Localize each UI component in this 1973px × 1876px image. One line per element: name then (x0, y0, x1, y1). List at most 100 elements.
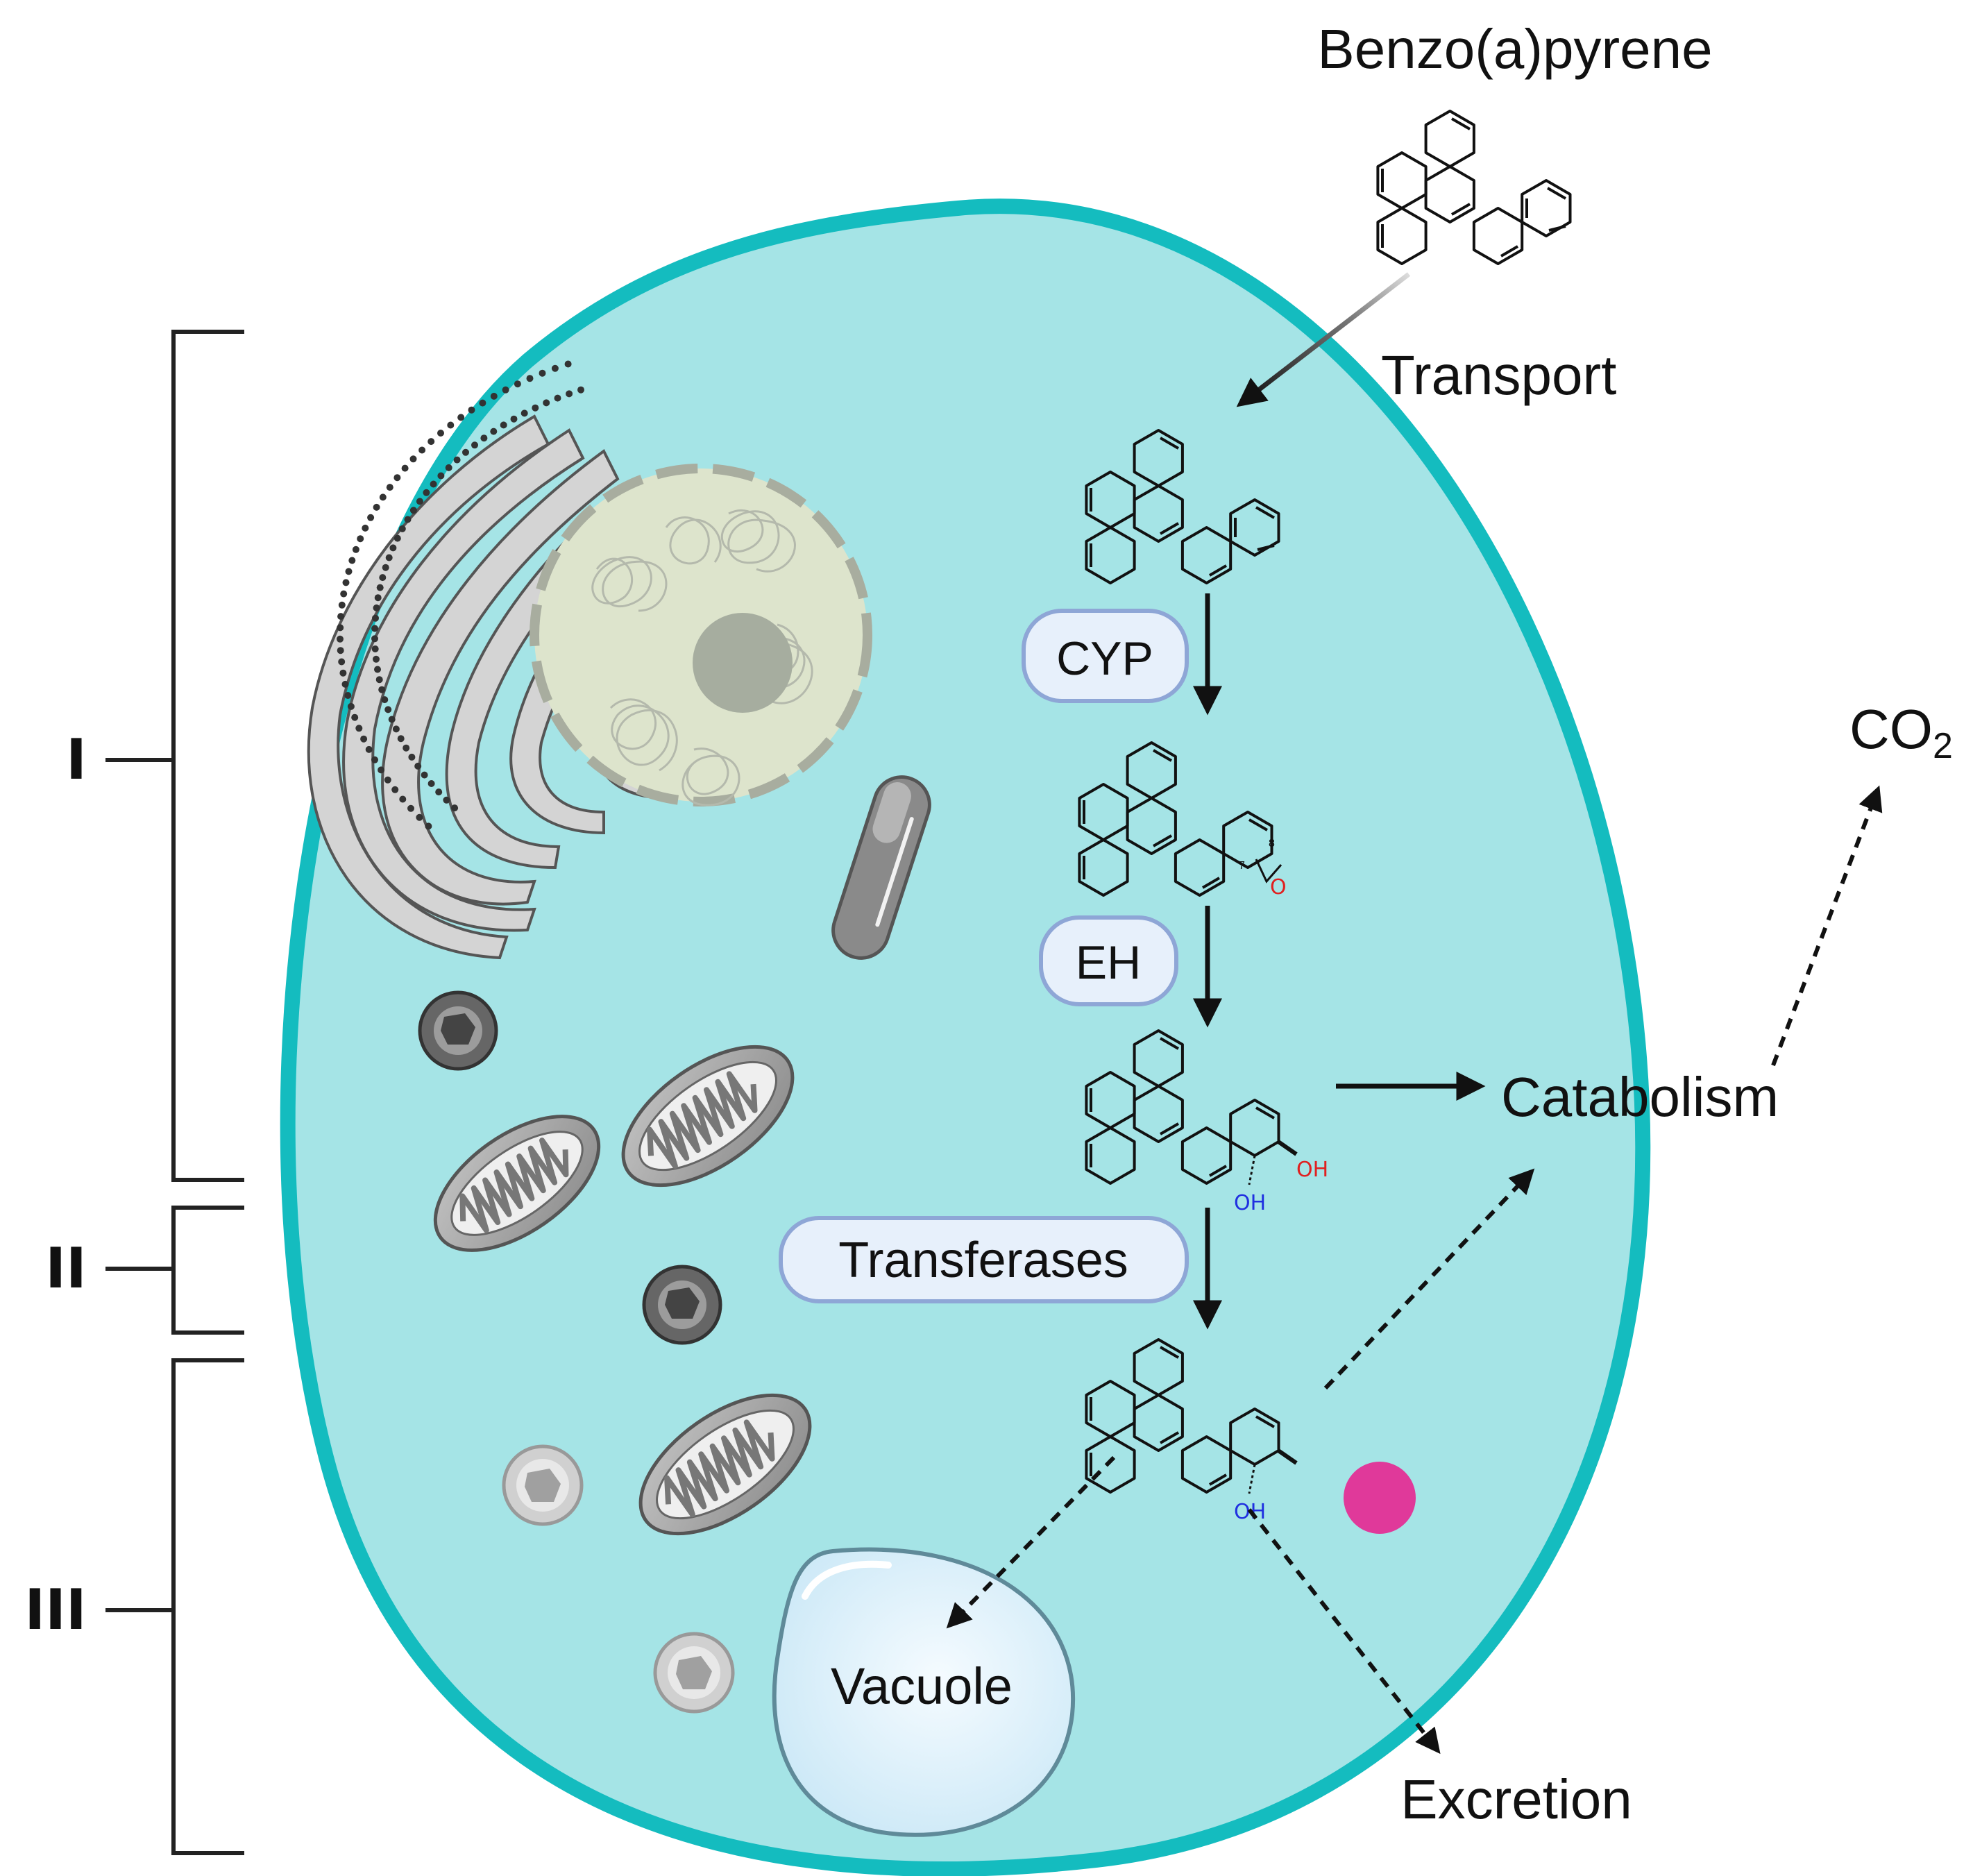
ribosome-dot (399, 795, 407, 803)
ribosome-dot (379, 574, 387, 582)
ribosome-dot (403, 744, 410, 752)
er-ribosomes (337, 360, 584, 830)
ribosome-dot (404, 516, 412, 523)
enzyme-pill-transferases: Transferases (779, 1216, 1189, 1303)
ribosome-dot (445, 464, 452, 471)
ribosome-dot (435, 788, 443, 796)
carbon-7-label: 7 (1239, 860, 1245, 872)
ribosome-dot (378, 766, 385, 774)
ribosome-dot (382, 564, 389, 571)
stage-label-1: I (66, 727, 87, 792)
mitochondrion-icon (433, 1115, 601, 1252)
enzyme-pill-eh: EH (1039, 915, 1178, 1006)
ribosome-dot (401, 464, 409, 472)
ribosome-dot (397, 735, 405, 743)
ribosome-dot (371, 756, 378, 763)
peroxisome-icon (502, 1444, 584, 1526)
ribosome-dot (554, 394, 561, 402)
ribosome-dot (502, 386, 509, 394)
ribosome-dot (490, 428, 498, 435)
mitochondrion-icon-2 (621, 1045, 795, 1188)
ribosome-dot (500, 421, 507, 429)
ribosome-dot (386, 484, 393, 491)
ribosome-dot (418, 446, 426, 454)
ribosome-dot (391, 786, 399, 793)
stage-brackets (105, 330, 244, 1855)
ribosome-dot (362, 524, 369, 532)
ribosome-dot (564, 360, 572, 368)
carbon-8-label: 8 (1269, 838, 1275, 850)
ribosome-dot (407, 804, 414, 812)
ribosome-dot (479, 399, 486, 407)
ribosome-dot (520, 409, 528, 417)
cyp-label: CYP (1056, 632, 1153, 685)
ribosome-dot (392, 725, 400, 733)
ribosome-dot (342, 579, 350, 586)
ribosome-dot (457, 414, 465, 421)
diol-oh-7: OH (1234, 1191, 1266, 1215)
ribosome-dot (416, 813, 423, 821)
ribosome-dot (360, 735, 368, 743)
compound-title: Benzo(a)pyrene (1317, 18, 1712, 80)
ribosome-dot (551, 364, 559, 372)
ribosome-dot (577, 386, 584, 394)
excretion-label: Excretion (1400, 1768, 1632, 1830)
ribosome-dot (340, 590, 348, 598)
arrow-conjugate-to-catabolism (1323, 1168, 1535, 1390)
ribosome-dot (414, 762, 422, 770)
ribosome-dot (443, 796, 450, 804)
transport-label: Transport (1381, 344, 1616, 406)
ribosome-dot (437, 430, 444, 437)
ribosome-dot (374, 666, 381, 673)
epoxide-oxygen: O (1270, 875, 1287, 899)
diol-structure: OH OH (1085, 1029, 1328, 1215)
ribosome-dot (337, 624, 344, 632)
ribosome-dot (337, 635, 344, 643)
ribosome-dot (385, 554, 393, 561)
ribosome-dot (514, 380, 521, 388)
ribosome-dot (532, 404, 539, 412)
ribosome-dot (341, 680, 349, 688)
ribosome-dot (384, 706, 392, 713)
eh-label: EH (1076, 936, 1141, 989)
arrow-to-excretion (1247, 1508, 1441, 1755)
ribosome-dot (423, 489, 430, 496)
ribosome-dot (367, 514, 375, 521)
ribosome-dot (409, 507, 417, 514)
transferases-label: Transferases (838, 1233, 1128, 1288)
ribosome-dot (409, 455, 417, 463)
ribosome-dot (427, 438, 435, 446)
ribosome-dot (374, 594, 382, 602)
ribosome-dot (388, 716, 396, 723)
ribosome-dot (371, 645, 379, 652)
benzo-a-pyrene-structure-external (1376, 110, 1572, 265)
ribosome-dot (566, 390, 573, 398)
vesicle-icon-elongated (831, 775, 931, 960)
nucleus-icon (530, 464, 872, 806)
ribosome-dot (421, 771, 428, 779)
ribosome-dot (451, 804, 459, 812)
epoxide-structure: O 7 8 (1078, 741, 1287, 899)
ribosome-dot (430, 480, 437, 488)
ribosome-dot (338, 601, 346, 609)
ribosome-dot (526, 375, 534, 382)
ribosome-dot (453, 456, 461, 464)
co2-subscript: 2 (1933, 726, 1953, 766)
ribosome-dot (539, 369, 546, 377)
enzyme-pill-cyp: CYP (1022, 609, 1189, 703)
ribosome-dot (376, 584, 384, 591)
lysosome-icon-2 (642, 1265, 722, 1345)
ribosome-dot (373, 655, 380, 663)
arrow-co2 (1771, 785, 1883, 1067)
peroxisome-icon-2 (653, 1632, 735, 1714)
ribosome-dot (373, 503, 380, 511)
ribosome-dot (371, 625, 379, 632)
vacuole-label: Vacuole (831, 1657, 1013, 1715)
ribosome-dot (378, 686, 386, 693)
ribosome-dot (375, 676, 383, 684)
bracket-stage-3 (171, 1358, 244, 1855)
ribosome-dot (347, 702, 355, 710)
ribosome-dot (337, 647, 344, 654)
ribosome-dot (344, 692, 352, 699)
